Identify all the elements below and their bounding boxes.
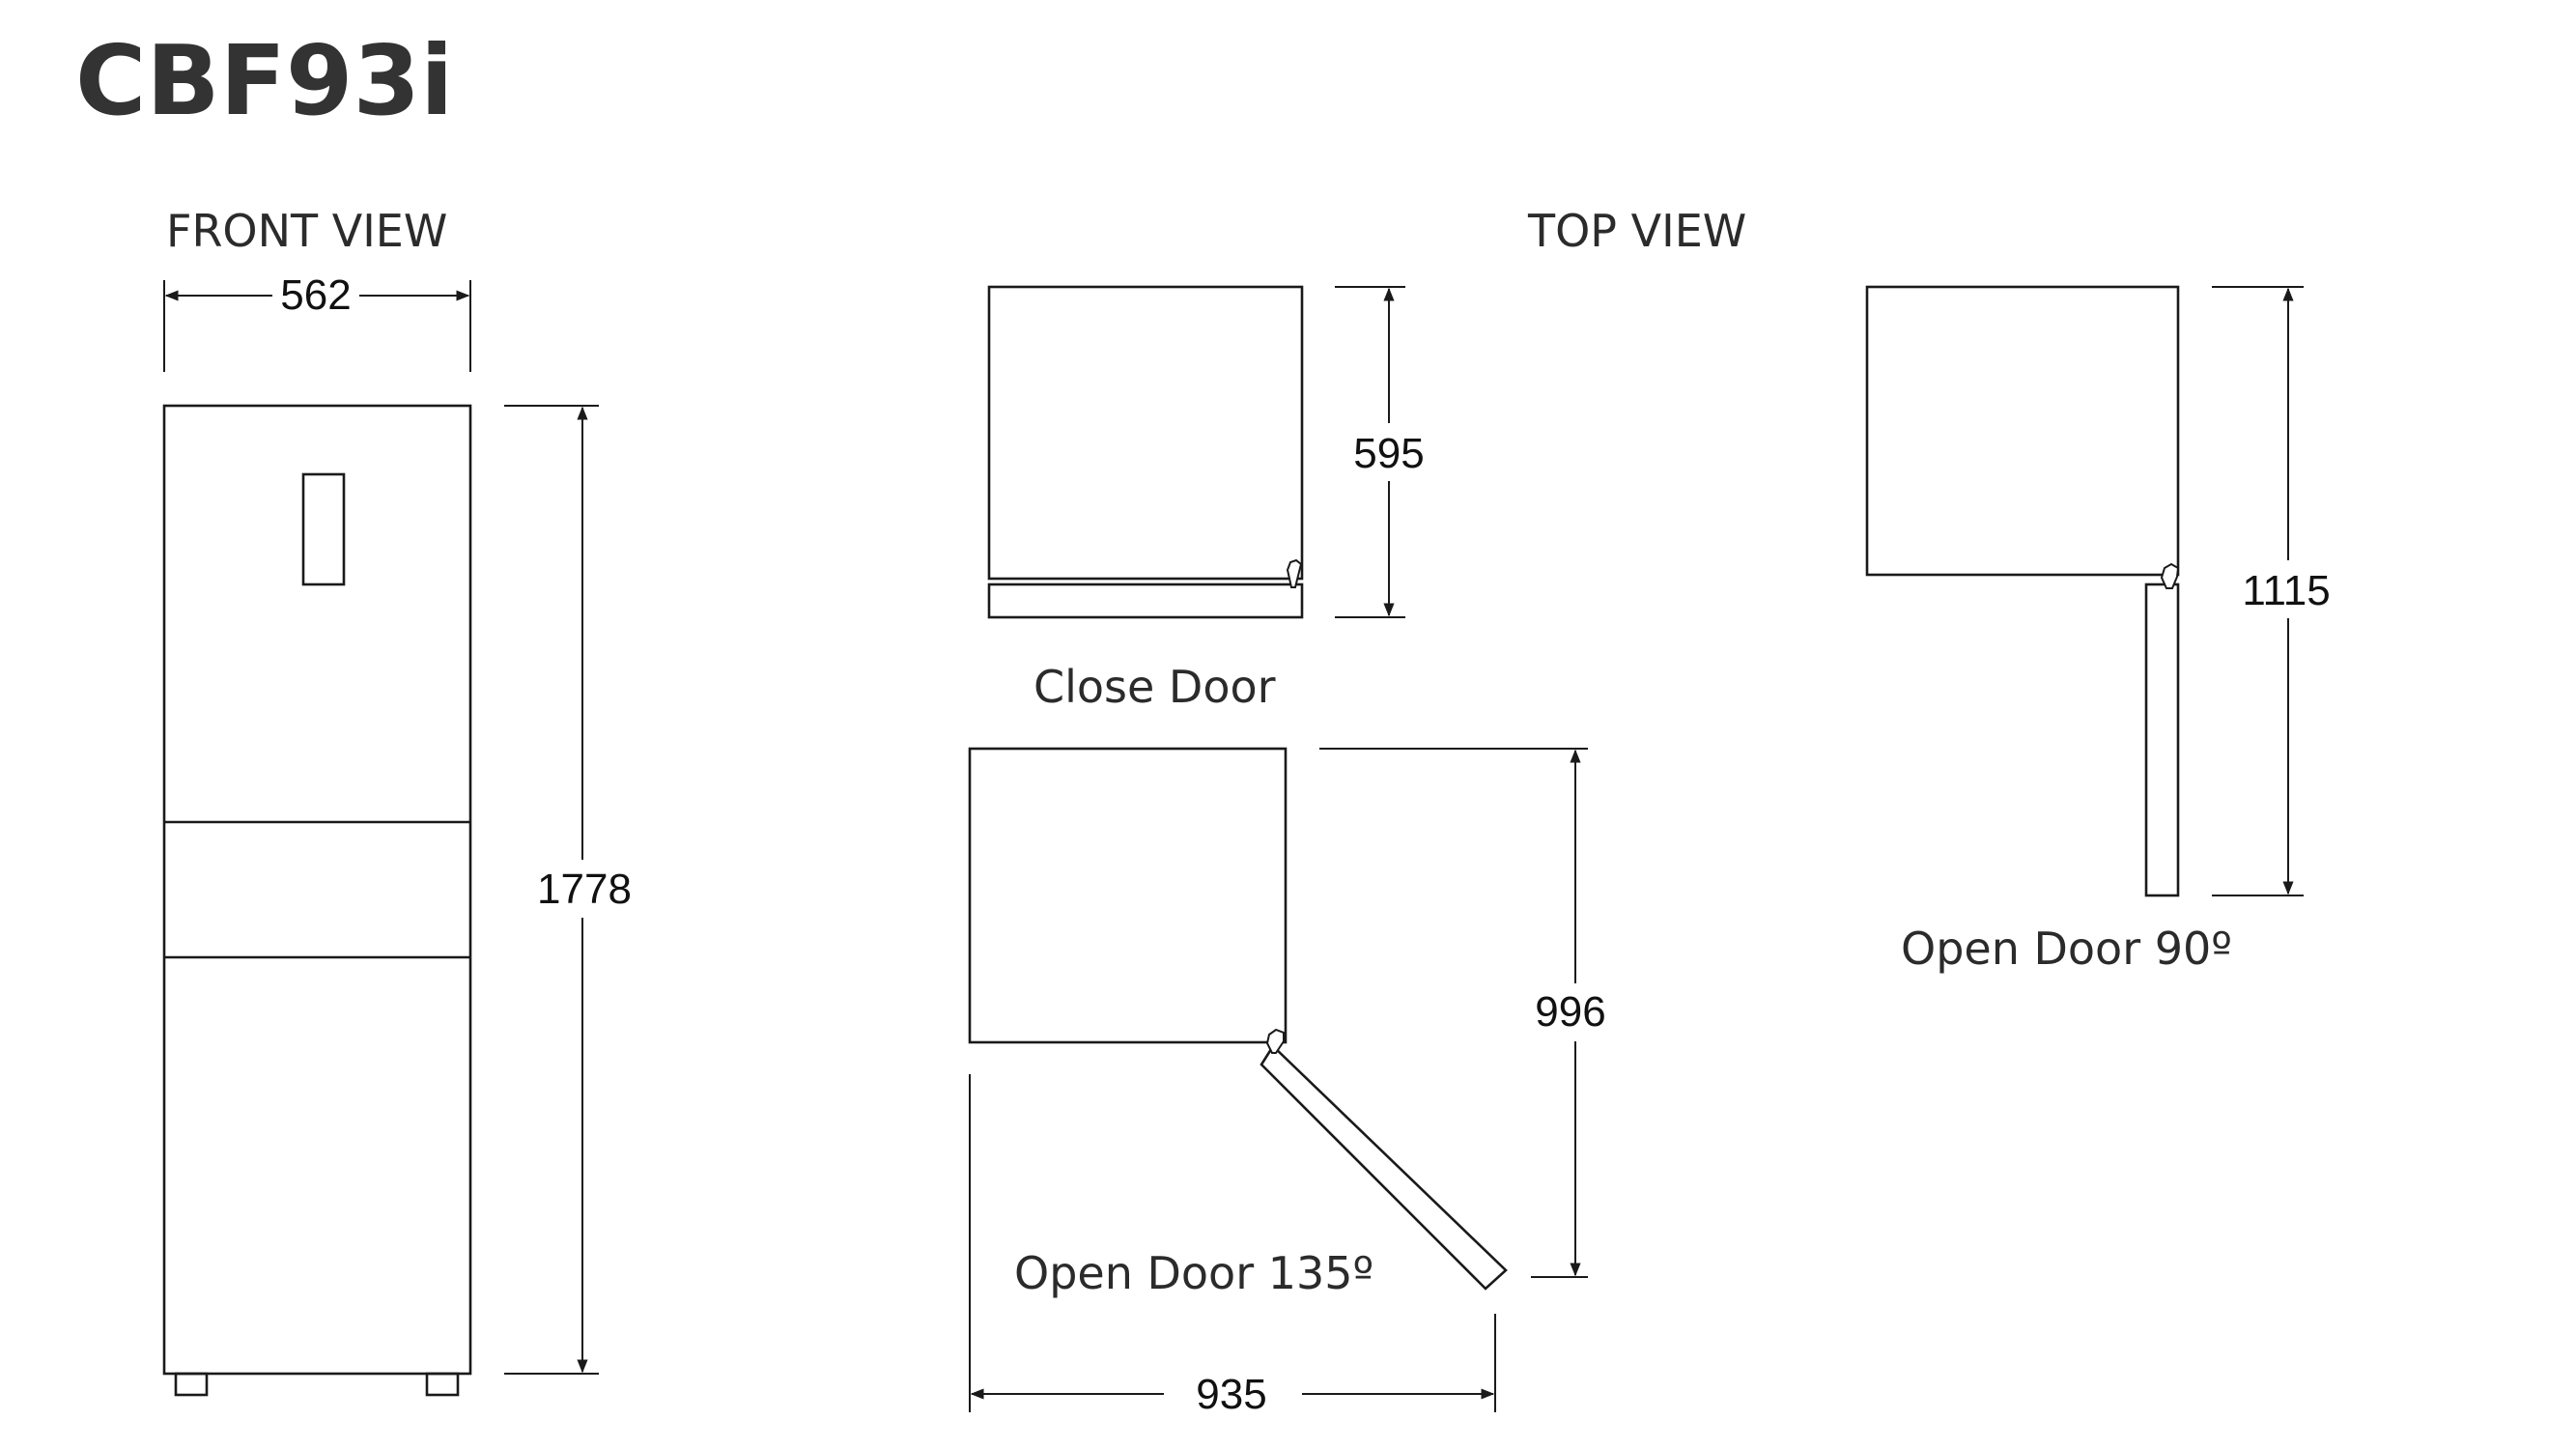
front-height-value: 1778 [537, 866, 632, 913]
open-door-135-width-value: 935 [1196, 1371, 1266, 1418]
foot-right [425, 1372, 460, 1397]
open-door-90-depth-dimension: 1115 [2212, 286, 2331, 896]
close-door-view: 595 Close Door [987, 285, 1425, 713]
hinge-icon [1286, 558, 1303, 588]
open-door-135-label: Open Door 135º [1014, 1247, 1373, 1299]
open-door-90-depth-value: 1115 [2242, 567, 2330, 614]
top-view-label: TOP VIEW [1527, 205, 1746, 257]
front-view: FRONT VIEW 562 1778 [162, 205, 632, 1397]
open-door-90-view: 1115 Open Door 90º [1865, 285, 2331, 975]
foot-left [174, 1372, 209, 1397]
door-90 [2144, 582, 2180, 897]
open-door-90-label: Open Door 90º [1901, 923, 2232, 975]
front-height-dimension: 1778 [504, 405, 632, 1375]
model-title: CBF93i [75, 24, 453, 137]
fridge-front-outline [162, 404, 472, 1397]
front-width-value: 562 [280, 271, 351, 319]
hinge-icon [2160, 562, 2180, 589]
close-door-label: Close Door [1033, 661, 1276, 713]
open-door-135-depth-value: 996 [1535, 988, 1605, 1036]
hinge-icon [1265, 1028, 1285, 1054]
open-door-135-depth-dimension: 996 [1319, 748, 1606, 1278]
closed-door [987, 582, 1304, 619]
front-view-label: FRONT VIEW [166, 205, 447, 257]
open-door-135-view: 996 935 Open Door 135º [968, 747, 1606, 1418]
front-width-dimension: 562 [163, 271, 471, 372]
close-door-depth-dimension: 595 [1335, 286, 1425, 618]
open-door-135-width-dimension: 935 [970, 1371, 1495, 1418]
display-panel [301, 472, 346, 586]
close-door-depth-value: 595 [1353, 430, 1424, 477]
door-135 [1260, 1043, 1508, 1291]
